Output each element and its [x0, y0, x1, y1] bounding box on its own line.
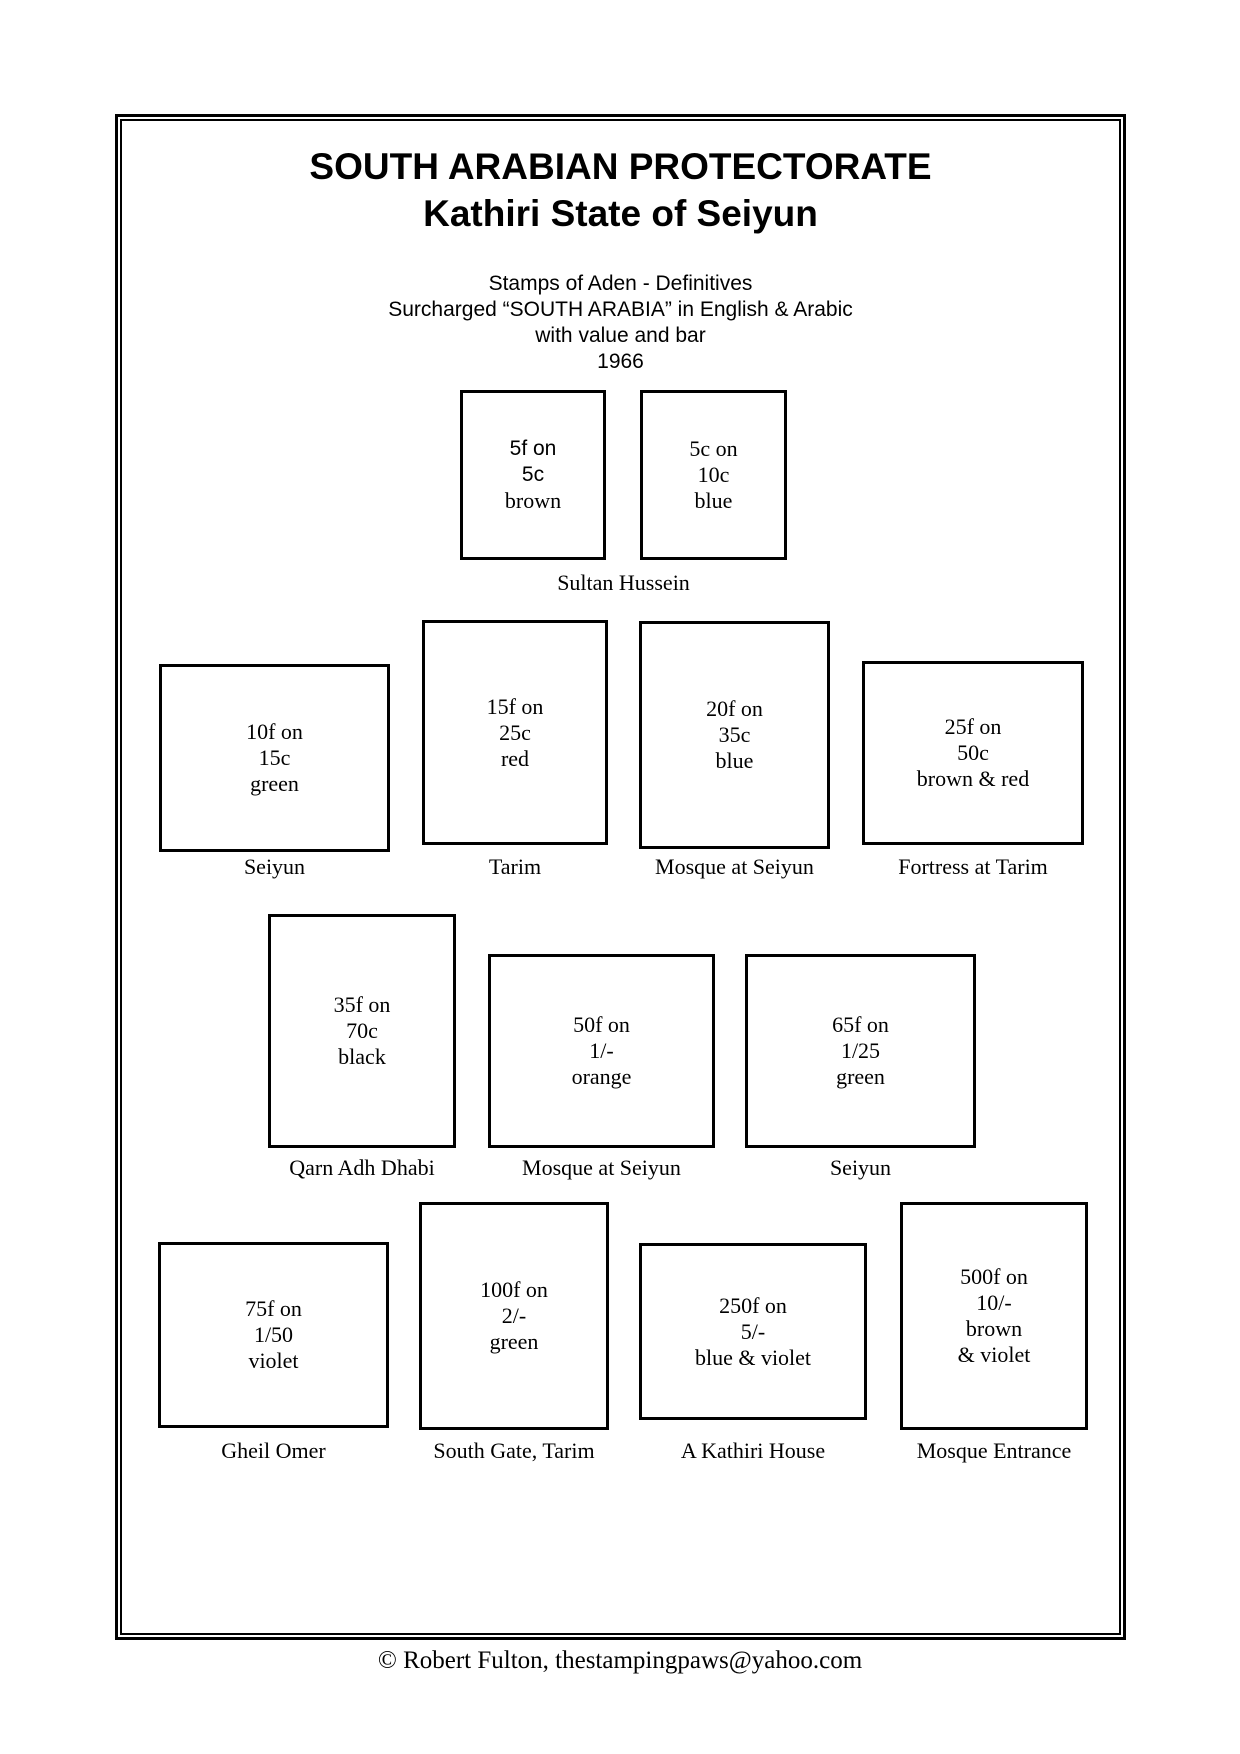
stamp-caption: Gheil Omer: [221, 1438, 326, 1463]
stamp-value-line: 1/-: [589, 1038, 614, 1063]
stamp-color-line: orange: [571, 1064, 632, 1089]
stamp-caption: Sultan Hussein: [557, 570, 690, 595]
stamp-caption: South Gate, Tarim: [433, 1438, 595, 1463]
subtitle-year: 1966: [597, 350, 644, 373]
stamp-value-line: 35c: [718, 722, 751, 747]
stamp-value-line: 25c: [499, 719, 531, 745]
stamp-box-10f: 10f on 15c green: [159, 664, 390, 852]
stamp-value-line: 1/50: [253, 1322, 294, 1347]
stamp-color-line: brown & red: [916, 766, 1030, 791]
stamp-value-line: 10c: [697, 462, 730, 487]
stamp-value-line: 50c: [957, 740, 989, 765]
stamp-color-line: blue & violet: [694, 1344, 812, 1370]
stamp-box-250f: 250f on 5/- blue & violet: [639, 1243, 867, 1420]
page-title: SOUTH ARABIAN PROTECTORATE Kathiri State …: [115, 143, 1126, 237]
stamp-value-line: 75f on: [245, 1296, 302, 1321]
page-title-line1: SOUTH ARABIAN PROTECTORATE: [309, 146, 932, 187]
stamp-color-line: green: [836, 1064, 885, 1089]
stamp-value-line: 5c on: [689, 436, 738, 461]
stamp-value-line: 65f on: [832, 1012, 889, 1037]
stamp-color-line: black: [338, 1044, 386, 1069]
subtitle-line3: with value and bar: [535, 324, 706, 347]
page-frame: [115, 114, 1126, 1640]
stamp-box-500f: 500f on 10/- brown & violet: [900, 1202, 1088, 1430]
stamp-caption: A Kathiri House: [680, 1438, 826, 1463]
stamp-value-line: 500f on: [960, 1264, 1028, 1289]
stamp-color-line: red: [500, 745, 530, 771]
stamp-caption: Qarn Adh Dhabi: [289, 1155, 435, 1180]
stamp-caption: Mosque at Seiyun: [522, 1155, 681, 1180]
stamp-value-line: 5f on: [509, 437, 557, 460]
page-title-line2: Kathiri State of Seiyun: [423, 193, 818, 234]
stamp-value-line: 10/-: [976, 1290, 1012, 1315]
stamp-caption: Tarim: [488, 854, 542, 879]
stamp-color-line: green: [489, 1329, 539, 1354]
stamp-value-line: 35f on: [333, 992, 391, 1017]
subtitle-line1: Stamps of Aden - Definitives: [488, 272, 753, 295]
stamp-box-75f: 75f on 1/50 violet: [158, 1242, 389, 1428]
subtitle-line2: Surcharged “SOUTH ARABIA” in English & A…: [388, 298, 853, 321]
stamp-value-line: 15f on: [486, 693, 544, 719]
stamp-box-20f: 20f on 35c blue: [639, 621, 830, 849]
stamp-box-100f: 100f on 2/- green: [419, 1202, 609, 1430]
stamp-caption: Seiyun: [243, 854, 306, 879]
stamp-color-line: & violet: [957, 1342, 1031, 1367]
stamp-value-line: 15c: [258, 745, 291, 770]
stamp-value-line: 25f on: [944, 714, 1002, 739]
stamp-caption: Fortress at Tarim: [898, 854, 1048, 879]
stamp-color-line: brown: [965, 1316, 1023, 1341]
stamp-value-line: 2/-: [501, 1303, 527, 1328]
stamp-value-line: 250f on: [719, 1292, 787, 1318]
stamp-value-line: 1/25: [840, 1038, 881, 1063]
stamp-color-line: brown: [504, 488, 562, 513]
stamp-caption: Mosque at Seiyun: [655, 854, 814, 879]
stamp-value-line: 10f on: [246, 719, 303, 744]
stamp-value-line: 70c: [346, 1018, 378, 1043]
stamp-value-line: 5c: [521, 463, 545, 486]
stamp-color-line: violet: [248, 1348, 299, 1373]
footer-credit: © Robert Fulton, thestampingpaws@yahoo.c…: [377, 1647, 863, 1674]
stamp-box-5f: 5f on 5c brown: [460, 390, 606, 560]
stamp-box-5c: 5c on 10c blue: [640, 390, 787, 560]
stamp-color-line: blue: [715, 748, 754, 773]
stamp-box-65f: 65f on 1/25 green: [745, 954, 976, 1148]
stamp-color-line: green: [250, 771, 299, 796]
stamp-box-35f: 35f on 70c black: [268, 914, 456, 1148]
stamp-box-25f: 25f on 50c brown & red: [862, 661, 1084, 845]
page-subtitle: Stamps of Aden - Definitives Surcharged …: [115, 271, 1126, 375]
stamp-value-line: 5/-: [740, 1318, 766, 1344]
stamp-caption: Seiyun: [829, 1155, 892, 1180]
stamp-value-line: 100f on: [480, 1277, 548, 1302]
stamp-box-50f: 50f on 1/- orange: [488, 954, 715, 1148]
stamp-box-15f: 15f on 25c red: [422, 620, 608, 845]
stamp-color-line: blue: [694, 488, 733, 513]
stamp-value-line: 50f on: [573, 1012, 630, 1037]
stamp-caption: Mosque Entrance: [916, 1438, 1072, 1463]
stamp-value-line: 20f on: [706, 696, 763, 721]
